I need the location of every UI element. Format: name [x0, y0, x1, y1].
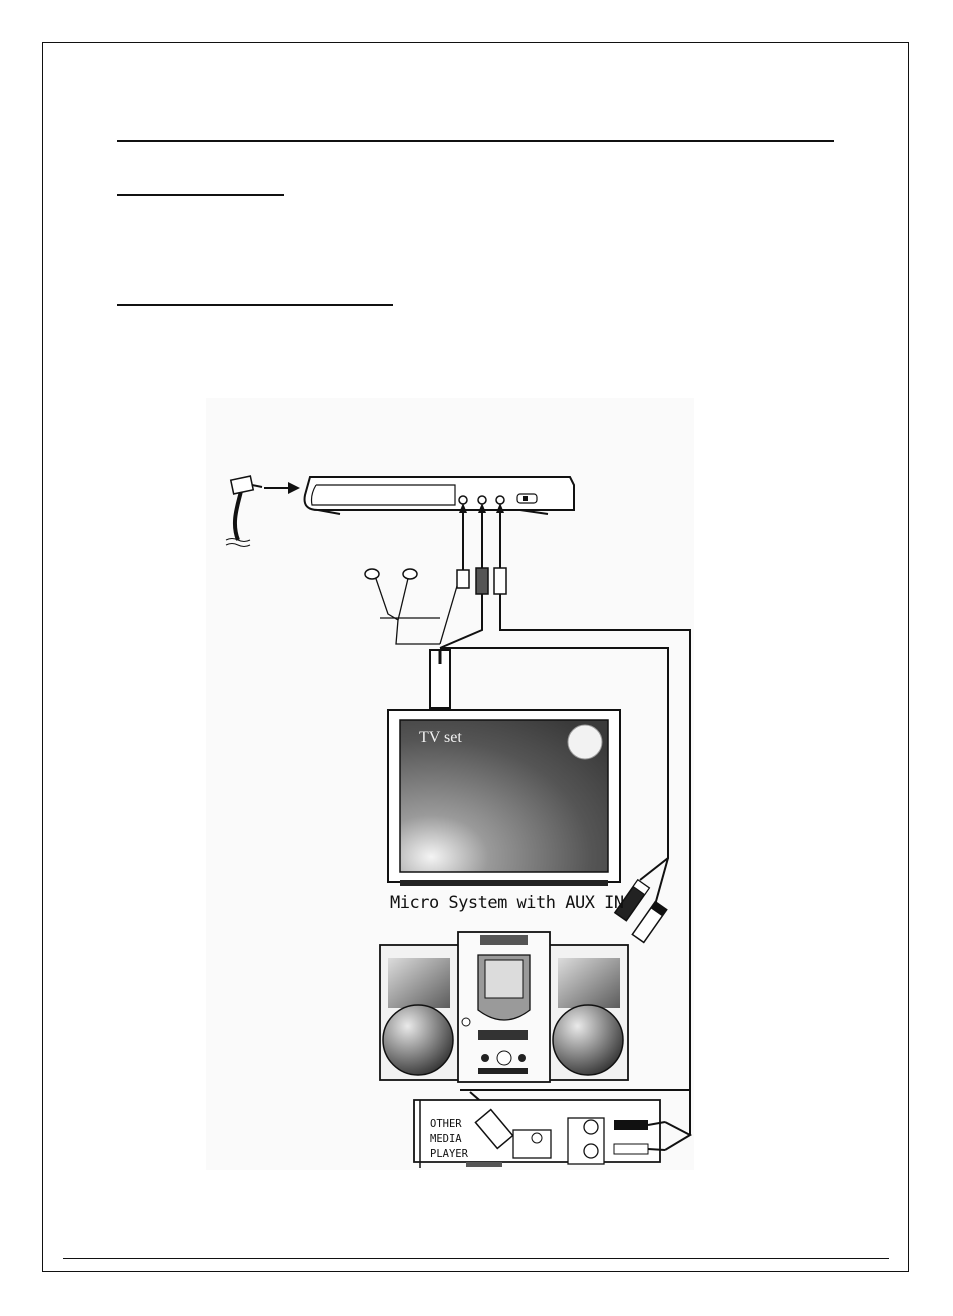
heading-underline-1 [117, 194, 284, 196]
dc-power-plug-icon [225, 475, 300, 547]
rca-plug-icon [613, 857, 669, 944]
portable-dvd-player-icon [303, 476, 575, 515]
heading-underline-2 [117, 304, 393, 306]
page-border [42, 42, 909, 1272]
micro-system-label: Micro System with AUX IN [390, 893, 624, 913]
player-label-line: PLAYER [430, 1148, 468, 1160]
footer-rule [63, 1258, 889, 1259]
micro-system-icon [379, 931, 629, 1083]
tv-set-label: TV set [419, 729, 462, 746]
player-label-line: OTHER [430, 1118, 462, 1130]
earphones-icon [364, 568, 458, 645]
other-media-player-label: OTHER MEDIA PLAYER [430, 1117, 500, 1162]
top-rule [117, 140, 834, 142]
player-label-line: MEDIA [430, 1133, 462, 1145]
tv-set-icon [387, 709, 621, 886]
connection-diagram [206, 398, 694, 1170]
media-player-icon [413, 1099, 666, 1168]
av-cable-icon [456, 513, 507, 595]
